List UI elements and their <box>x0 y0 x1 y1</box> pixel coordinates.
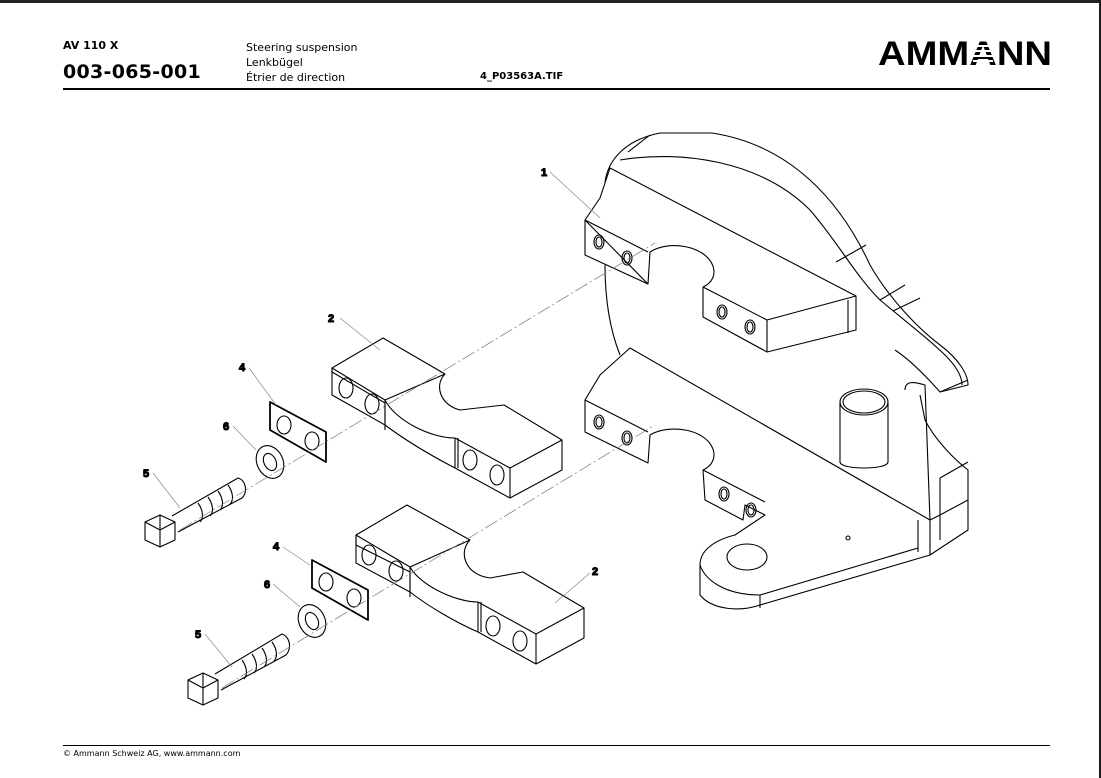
part-5-bolt-lower <box>187 633 291 706</box>
title-german: Lenkbügel <box>246 56 303 69</box>
title-french: Étrier de direction <box>246 71 346 84</box>
callouts: 1 2 4 6 5 4 6 5 2 <box>142 166 598 641</box>
thread-hole <box>621 430 633 446</box>
thread-hole <box>744 319 756 335</box>
part-1-main-bracket <box>584 132 969 610</box>
callout-6-lower: 6 <box>264 579 270 591</box>
drawing-filename: 4_P03563A.TIF <box>480 71 564 82</box>
callout-4-upper: 4 <box>239 362 246 374</box>
window-top-bar <box>0 0 1101 3</box>
ammann-logo: AMMANN <box>878 36 1052 68</box>
callout-1: 1 <box>541 167 547 179</box>
part-5-bolt-upper <box>144 477 247 548</box>
part-6-washer-lower <box>297 604 327 638</box>
part-titles: Steering suspension Lenkbügel Étrier de … <box>246 40 358 85</box>
logo-stripes <box>973 45 993 62</box>
header-divider <box>63 88 1050 90</box>
thread-hole <box>716 304 728 320</box>
part-4-shim-lower <box>311 559 369 621</box>
title-english: Steering suspension <box>246 41 358 54</box>
leader-lines <box>152 171 601 668</box>
part-2-clamp-upper <box>331 337 563 499</box>
part-2-clamp-lower <box>355 504 585 665</box>
callout-6-upper: 6 <box>223 421 229 433</box>
callout-2-upper: 2 <box>328 313 334 325</box>
part-6-washer-upper <box>255 445 285 479</box>
thread-hole <box>718 486 730 502</box>
exploded-view-drawing: 1 2 4 6 5 4 6 5 2 <box>142 132 969 706</box>
callout-5-upper: 5 <box>143 468 149 480</box>
footer-divider <box>63 745 1050 746</box>
window-right-border <box>1099 0 1101 778</box>
thread-hole <box>745 502 757 518</box>
pivot-hole <box>726 543 768 571</box>
copyright-footer: © Ammann Schweiz AG, www.ammann.com <box>63 749 241 758</box>
bushing <box>839 388 889 469</box>
callout-5-lower: 5 <box>195 629 201 641</box>
thread-hole <box>621 250 633 266</box>
brand-name: AMMANN <box>878 36 1052 68</box>
thread-hole <box>593 234 605 250</box>
callout-4-lower: 4 <box>273 541 280 553</box>
thread-hole <box>593 414 605 430</box>
part-4-shim-upper <box>269 401 327 463</box>
part-number: 003-065-001 <box>63 61 202 83</box>
machine-model: AV 110 X <box>63 39 119 52</box>
assembly-axis-lines <box>179 242 656 689</box>
callout-2-lower: 2 <box>592 566 598 578</box>
